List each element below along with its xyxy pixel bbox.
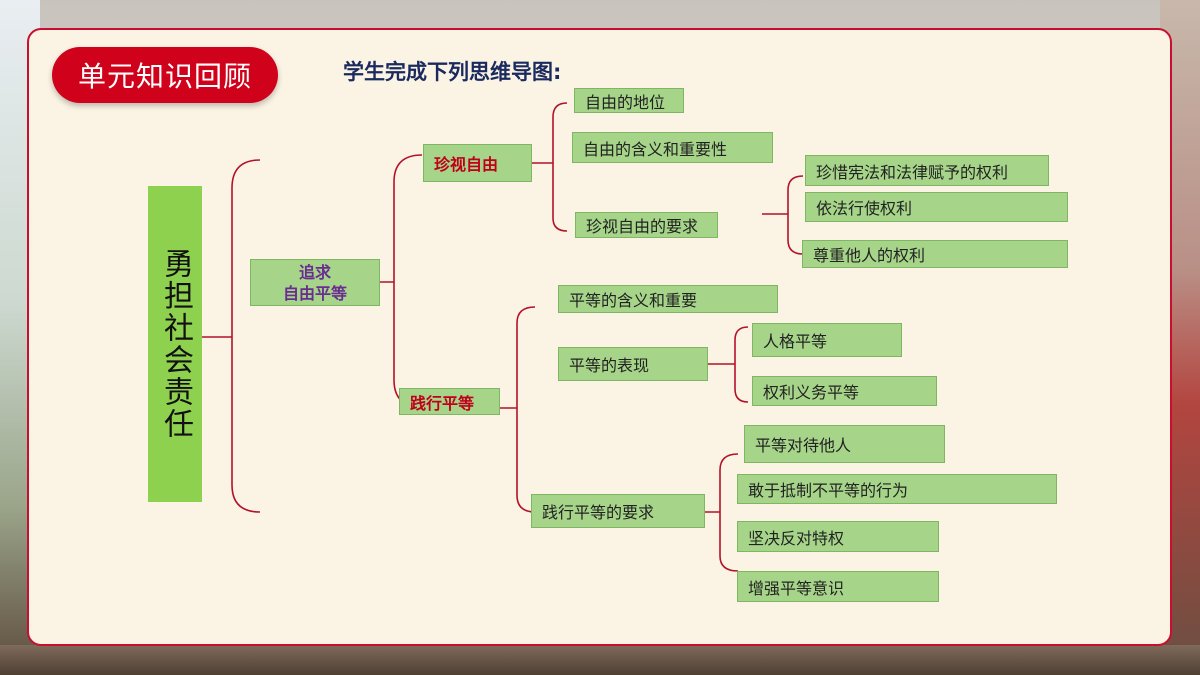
equality-item: 平等的含义和重要 bbox=[558, 285, 778, 313]
equality-requirement: 平等对待他人 bbox=[744, 425, 945, 463]
connector-level1 bbox=[380, 154, 423, 408]
equality-requirement: 坚决反对特权 bbox=[737, 521, 939, 552]
level1-line2: 自由平等 bbox=[282, 283, 347, 303]
connector-freedom-req bbox=[762, 175, 804, 255]
freedom-item: 自由的地位 bbox=[574, 88, 684, 113]
equality-node: 践行平等 bbox=[399, 388, 500, 415]
connector-root bbox=[201, 159, 261, 513]
equality-requirement: 增强平等意识 bbox=[737, 571, 939, 602]
root-node: 勇担社会责任 bbox=[148, 186, 202, 502]
freedom-requirement: 珍惜宪法和法律赋予的权利 bbox=[805, 155, 1049, 186]
equality-requirement: 敢于抵制不平等的行为 bbox=[737, 474, 1057, 504]
instruction-text: 学生完成下列思维导图: bbox=[343, 60, 562, 84]
connector-equality bbox=[500, 306, 536, 513]
level1-line1: 追求 bbox=[298, 262, 331, 282]
freedom-item: 自由的含义和重要性 bbox=[572, 132, 773, 163]
freedom-requirement: 依法行使权利 bbox=[805, 192, 1068, 222]
equality-manifestation: 人格平等 bbox=[752, 323, 902, 357]
connector-equality-show bbox=[708, 326, 749, 403]
equality-item: 平等的表现 bbox=[558, 347, 708, 381]
freedom-item: 珍视自由的要求 bbox=[575, 212, 718, 238]
section-title: 单元知识回顾 bbox=[52, 47, 278, 103]
freedom-node: 珍视自由 bbox=[423, 144, 532, 182]
level1-node: 追求 自由平等 bbox=[250, 259, 380, 306]
equality-item: 践行平等的要求 bbox=[531, 494, 705, 528]
equality-manifestation: 权利义务平等 bbox=[752, 376, 937, 406]
connector-freedom bbox=[532, 102, 568, 232]
freedom-requirement: 尊重他人的权利 bbox=[802, 240, 1068, 268]
background-desks bbox=[0, 645, 1200, 675]
connector-equality-req bbox=[705, 453, 739, 572]
